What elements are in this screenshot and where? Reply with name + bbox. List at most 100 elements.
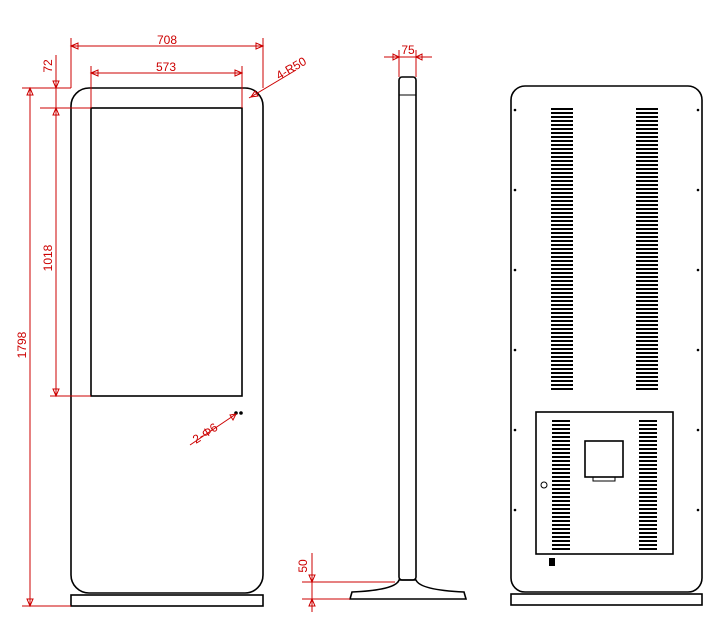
vent-slat-panel-left — [552, 500, 570, 502]
vent-slat-right — [636, 152, 658, 154]
vent-slat-left — [551, 220, 573, 222]
vent-slat-right — [636, 356, 658, 358]
vent-slat-left — [551, 264, 573, 266]
vent-slat-left — [551, 192, 573, 194]
vent-slat-left — [551, 164, 573, 166]
vent-slat-right — [636, 312, 658, 314]
vent-slat-left — [551, 152, 573, 154]
front-dimensions: 708 573 72 4-R50 1798 1018 2-Φ — [15, 33, 309, 608]
vent-slat-right — [636, 320, 658, 322]
edge-dot — [696, 188, 700, 192]
vent-slat-panel-left — [552, 468, 570, 470]
vent-slat-left — [551, 124, 573, 126]
vent-slat-left — [551, 340, 573, 342]
vent-slat-panel-left — [552, 484, 570, 486]
vent-slat-right — [636, 160, 658, 162]
vent-slat-left — [551, 284, 573, 286]
vent-slat-left — [551, 272, 573, 274]
vent-slat-left — [551, 108, 573, 110]
vent-slat-left — [551, 276, 573, 278]
dim-screen-width: 573 — [156, 60, 176, 74]
edge-dot — [696, 428, 700, 432]
dim-holes: 2-Φ6 — [190, 420, 220, 447]
vent-slat-panel-right — [639, 472, 657, 474]
vent-slat-left — [551, 160, 573, 162]
edge-dot — [513, 428, 517, 432]
vent-slat-panel-right — [639, 488, 657, 490]
vent-slat-right — [636, 372, 658, 374]
side-column — [398, 76, 417, 581]
vent-slat-panel-right — [639, 420, 657, 422]
vent-slat-panel-right — [639, 464, 657, 466]
vent-slat-right — [636, 232, 658, 234]
vent-slat-right — [636, 140, 658, 142]
vent-slat-panel-left — [552, 456, 570, 458]
vent-slat-left — [551, 240, 573, 242]
vent-slat-right — [636, 224, 658, 226]
vent-slat-right — [636, 208, 658, 210]
vent-slat-panel-right — [639, 516, 657, 518]
rear-port-box — [584, 440, 624, 478]
front-screen — [90, 107, 243, 397]
side-dimensions: 75 50 — [296, 43, 432, 612]
vent-slat-panel-left — [552, 488, 570, 490]
vent-slat-panel-left — [552, 464, 570, 466]
vent-slat-right — [636, 332, 658, 334]
vent-slat-right — [636, 132, 658, 134]
vent-slat-left — [551, 208, 573, 210]
vent-slat-right — [636, 360, 658, 362]
vent-slat-panel-right — [639, 428, 657, 430]
front-body-outline — [70, 87, 264, 594]
vent-slat-left — [551, 252, 573, 254]
rear-edge-dots — [513, 108, 700, 512]
vent-slat-panel-right — [639, 460, 657, 462]
vent-slat-panel-left — [552, 444, 570, 446]
rear-port-small — [549, 558, 555, 566]
vent-slat-right — [636, 236, 658, 238]
vent-slat-panel-right — [639, 432, 657, 434]
vent-slat-left — [551, 116, 573, 118]
vent-slat-left — [551, 368, 573, 370]
vent-slat-panel-right — [639, 532, 657, 534]
rear-screw-hole — [540, 481, 548, 489]
vent-slat-right — [636, 156, 658, 158]
vent-slat-left — [551, 352, 573, 354]
rear-port-label — [592, 476, 616, 482]
vent-slat-panel-right — [639, 520, 657, 522]
vent-slat-left — [551, 320, 573, 322]
front-view — [70, 87, 264, 607]
vent-slat-panel-right — [639, 448, 657, 450]
vent-slat-right — [636, 268, 658, 270]
vent-slat-panel-left — [552, 432, 570, 434]
vent-slat-panel-right — [639, 500, 657, 502]
vent-slat-right — [636, 388, 658, 390]
vent-slat-left — [551, 316, 573, 318]
vent-slat-left — [551, 132, 573, 134]
vent-slat-left — [551, 224, 573, 226]
vent-slat-left — [551, 144, 573, 146]
vent-slat-right — [636, 264, 658, 266]
vent-slat-left — [551, 388, 573, 390]
dim-depth: 75 — [401, 43, 415, 57]
vent-slat-panel-right — [639, 508, 657, 510]
vent-slat-right — [636, 324, 658, 326]
vent-slat-right — [636, 276, 658, 278]
vent-slat-right — [636, 172, 658, 174]
vent-slat-panel-left — [552, 524, 570, 526]
vent-slat-left — [551, 328, 573, 330]
vent-slat-right — [636, 344, 658, 346]
vent-slat-right — [636, 300, 658, 302]
vent-slat-left — [551, 236, 573, 238]
vent-slat-right — [636, 212, 658, 214]
vent-slat-left — [551, 268, 573, 270]
vent-slat-panel-right — [639, 524, 657, 526]
vent-slat-left — [551, 308, 573, 310]
vent-slat-right — [636, 240, 658, 242]
vent-slat-right — [636, 284, 658, 286]
vent-slat-panel-right — [639, 440, 657, 442]
vent-slat-left — [551, 180, 573, 182]
vent-slat-right — [636, 256, 658, 258]
vent-slat-left — [551, 304, 573, 306]
vent-slat-panel-right — [639, 484, 657, 486]
vent-slat-right — [636, 364, 658, 366]
